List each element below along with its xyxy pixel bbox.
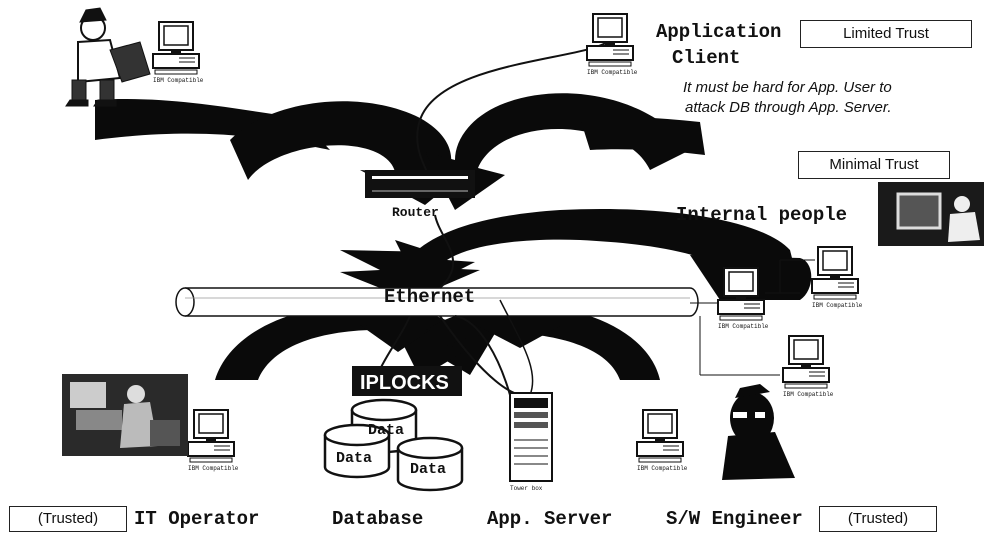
- it-operator-label: IT Operator: [134, 508, 259, 530]
- computer-caption: IBM Compatible: [783, 391, 834, 398]
- computer-caption: IBM Compatible: [812, 302, 863, 309]
- trusted-box-right: (Trusted): [819, 506, 937, 532]
- computer-caption: IBM Compatible: [188, 465, 239, 472]
- security-note: It must be hard for App. User to attack …: [683, 78, 892, 118]
- person-silhouette-sw-engineer: [722, 384, 795, 480]
- security-note-line-1: It must be hard for App. User to: [683, 78, 892, 98]
- data-label: Data: [410, 461, 446, 478]
- flow-arrows: [95, 93, 811, 380]
- computer-icon-app-client: [587, 14, 633, 66]
- computer-icon-top-left: [153, 22, 199, 74]
- computer-caption: IBM Compatible: [587, 69, 638, 76]
- computer-icon-sw-engineer: [637, 410, 683, 462]
- person-photo-internal: [878, 182, 984, 246]
- computer-caption: IBM Compatible: [153, 77, 204, 84]
- minimal-trust-box: Minimal Trust: [798, 151, 950, 179]
- limited-trust-box: Limited Trust: [800, 20, 972, 48]
- data-label: Data: [368, 422, 404, 439]
- computer-caption: IBM Compatible: [718, 323, 769, 330]
- iplocks-badge: IPLOCKS: [352, 366, 462, 396]
- computer-icon-internal-2: [718, 268, 764, 320]
- application-client-label: Application: [656, 21, 781, 43]
- iplocks-label: IPLOCKS: [360, 372, 449, 394]
- computer-caption: IBM Compatible: [637, 465, 688, 472]
- database-label: Database: [332, 508, 423, 530]
- tower-server-icon: Tower box: [510, 393, 552, 492]
- sw-engineer-label: S/W Engineer: [666, 508, 803, 530]
- computer-icon-internal-1: [812, 247, 858, 299]
- router-icon: [365, 170, 475, 198]
- person-icon-attacker: [66, 8, 150, 106]
- ethernet-label: Ethernet: [384, 286, 475, 308]
- internal-people-label: Internal people: [676, 204, 847, 226]
- security-note-line-2: attack DB through App. Server.: [683, 98, 892, 118]
- database-icon: Data Data Data: [325, 400, 462, 490]
- app-server-label: App. Server: [487, 508, 612, 530]
- application-client-label-2: Client: [672, 47, 740, 69]
- trusted-box-left: (Trusted): [9, 506, 127, 532]
- tower-box-caption: Tower box: [510, 485, 543, 492]
- computer-icon-internal-3: [783, 336, 829, 388]
- computer-icon-it-operator: [188, 410, 234, 462]
- data-label: Data: [336, 450, 372, 467]
- router-label: Router: [392, 205, 439, 220]
- person-photo-it-operator: [62, 374, 188, 456]
